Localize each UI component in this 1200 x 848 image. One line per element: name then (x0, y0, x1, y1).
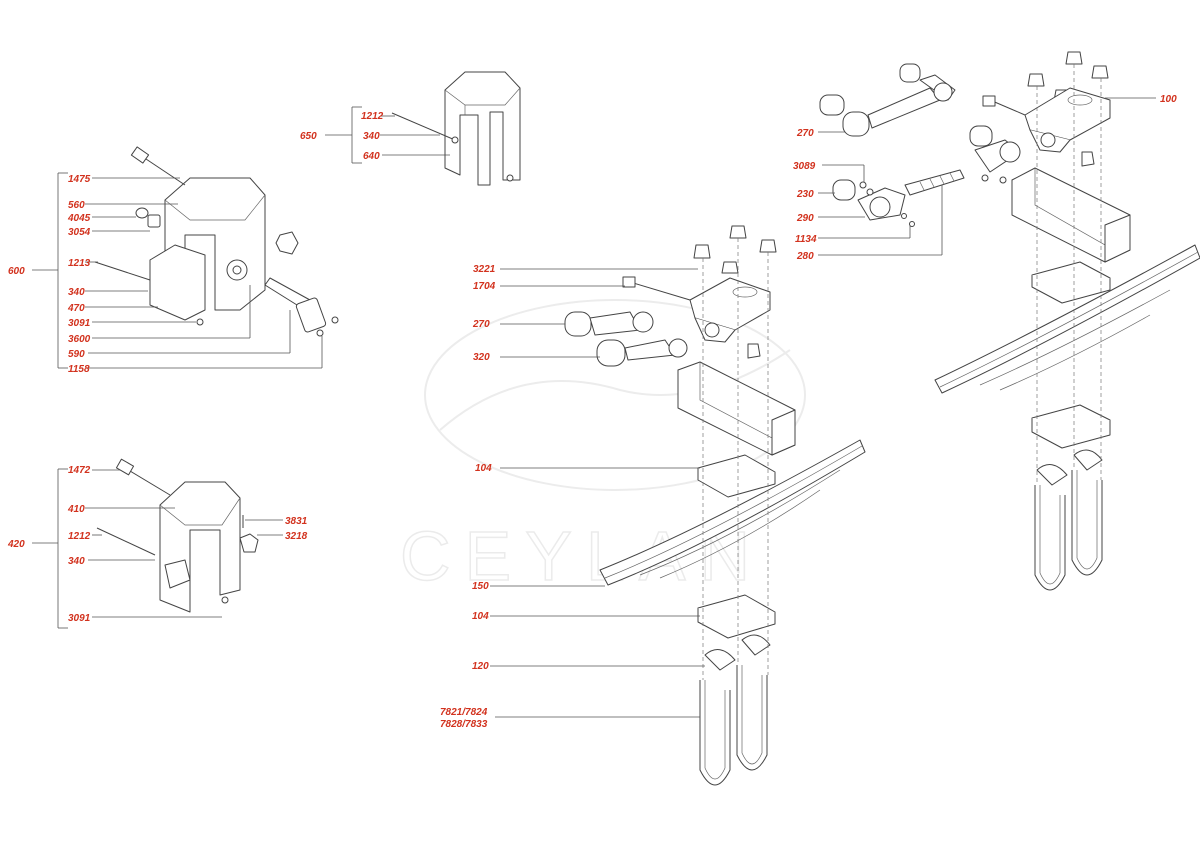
label-600-470: 470 (67, 303, 85, 314)
label-center-150: 150 (472, 581, 489, 592)
label-600-340: 340 (68, 287, 85, 298)
label-right-230: 230 (796, 189, 814, 200)
label-420-1212: 1212 (68, 531, 91, 542)
label-center-7821-7824: 7821/7824 (440, 707, 488, 718)
label-600-1475: 1475 (68, 174, 91, 185)
label-650: 650 (300, 131, 317, 142)
label-650-640: 640 (363, 151, 380, 162)
label-right-100: 100 (1160, 94, 1177, 105)
label-600-3600: 3600 (68, 334, 91, 345)
label-center-1704: 1704 (473, 281, 496, 292)
label-right-3089: 3089 (793, 161, 816, 172)
label-650-340: 340 (363, 131, 380, 142)
group-600: 600 1475 560 4045 3054 1213 340 470 3091… (8, 146, 339, 375)
right-assembly: 100 270 3089 230 290 1134 280 (793, 51, 1200, 591)
center-assembly: 3221 1704 270 320 104 150 104 120 7821/7… (440, 225, 866, 786)
label-right-280: 280 (796, 251, 814, 262)
label-650-1212: 1212 (361, 111, 384, 122)
label-center-104-lower: 104 (472, 611, 489, 622)
label-right-290: 290 (796, 213, 814, 224)
label-600-3091: 3091 (68, 318, 91, 329)
label-600-560: 560 (68, 200, 85, 211)
label-420-3831: 3831 (285, 516, 308, 527)
label-420: 420 (7, 539, 25, 550)
label-right-1134: 1134 (795, 234, 817, 245)
label-420-3091: 3091 (68, 613, 91, 624)
group-650: 650 1212 340 640 (300, 71, 521, 186)
label-600-1158: 1158 (68, 364, 90, 375)
label-right-270: 270 (796, 128, 814, 139)
label-600: 600 (8, 266, 25, 277)
label-420-410: 410 (67, 504, 85, 515)
label-center-270: 270 (472, 319, 490, 330)
label-600-4045: 4045 (67, 213, 91, 224)
label-center-104-upper: 104 (475, 463, 492, 474)
label-420-1472: 1472 (68, 465, 91, 476)
label-center-320: 320 (473, 352, 490, 363)
label-center-3221: 3221 (473, 264, 496, 275)
label-420-3218: 3218 (285, 531, 308, 542)
label-600-1213: 1213 (68, 258, 91, 269)
label-center-120: 120 (472, 661, 489, 672)
label-420-340: 340 (68, 556, 85, 567)
label-center-7828-7833: 7828/7833 (440, 719, 488, 730)
label-600-590: 590 (68, 349, 85, 360)
label-600-3054: 3054 (68, 227, 91, 238)
group-420: 420 1472 410 1212 340 3091 3831 3218 (7, 458, 308, 629)
